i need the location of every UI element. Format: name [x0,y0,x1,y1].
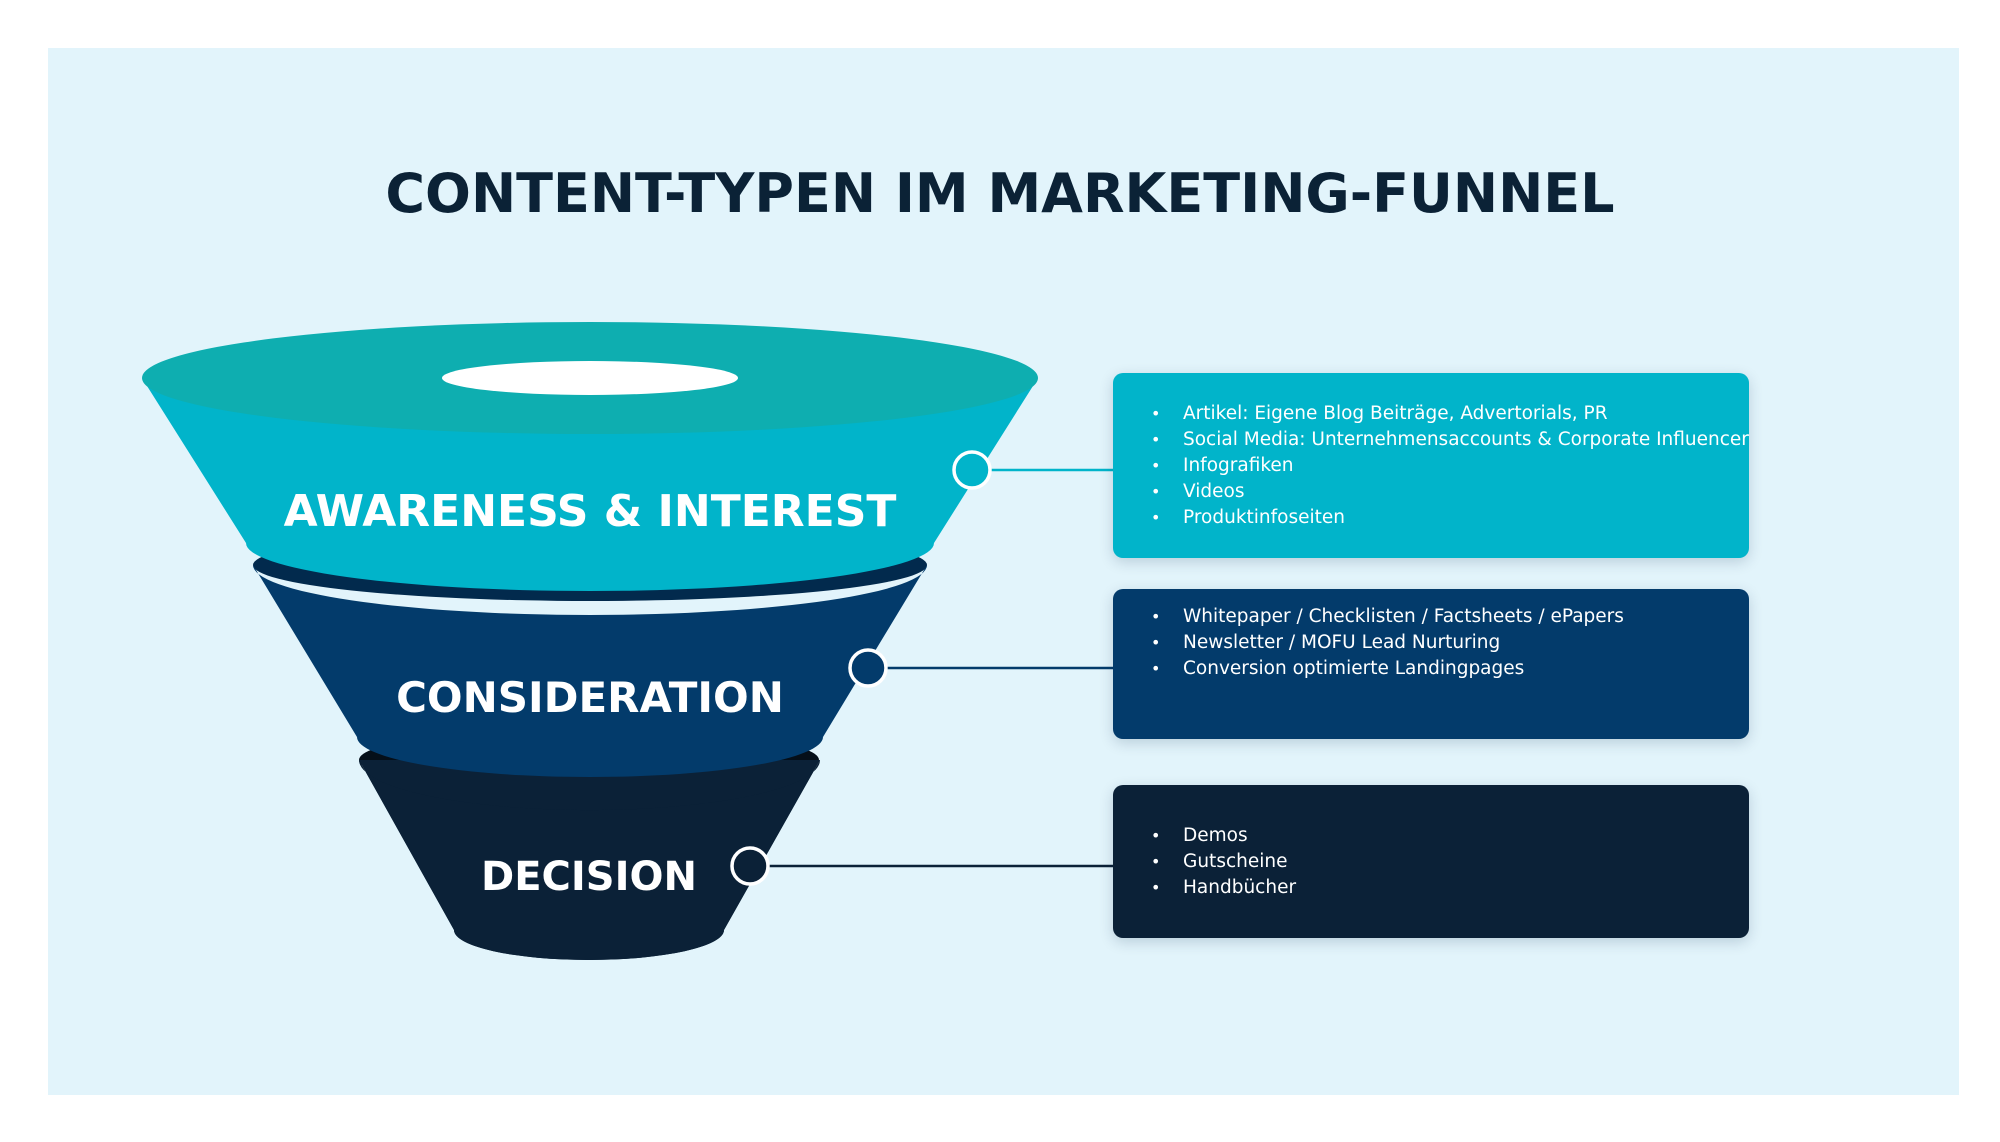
content-list-awareness: Artikel: Eigene Blog Beiträge, Advertori… [1113,401,1749,531]
page-title: CONTENT-TYPEN IM MARKETING-FUNNEL [385,162,1615,225]
list-item: Whitepaper / Checklisten / Factsheets / … [1151,604,1749,630]
stage-label-awareness: AWARENESS & INTEREST [284,486,897,537]
connector-consideration [848,648,1113,688]
list-item: Produktinfoseiten [1151,505,1749,531]
list-item: Artikel: Eigene Blog Beiträge, Advertori… [1151,401,1749,427]
content-box-decision: Demos Gutscheine Handbücher [1113,785,1749,938]
content-list-consideration: Whitepaper / Checklisten / Factsheets / … [1113,604,1749,682]
list-item: Conversion optimierte Landingpages [1151,656,1749,682]
funnel-stage-decision: DECISION [359,728,820,960]
connector-decision [730,846,1113,886]
funnel-stage-awareness: AWARENESS & INTEREST [142,322,1038,591]
list-item: Infografiken [1151,453,1749,479]
list-item: Gutscheine [1151,849,1749,875]
list-item: Social Media: Unternehmensaccounts & Cor… [1151,427,1749,453]
list-item: Handbücher [1151,875,1749,901]
list-item: Demos [1151,823,1749,849]
stage-label-consideration: CONSIDERATION [396,673,784,722]
connector-awareness [952,450,1113,490]
content-list-decision: Demos Gutscheine Handbücher [1113,823,1749,901]
list-item: Videos [1151,479,1749,505]
content-box-awareness: Artikel: Eigene Blog Beiträge, Advertori… [1113,373,1749,558]
connector-dot-awareness [952,450,992,490]
connector-dot-decision [730,846,770,886]
connector-dot-consideration [848,648,888,688]
stage-label-decision: DECISION [481,854,697,900]
content-box-consideration: Whitepaper / Checklisten / Factsheets / … [1113,589,1749,739]
list-item: Newsletter / MOFU Lead Nurturing [1151,630,1749,656]
